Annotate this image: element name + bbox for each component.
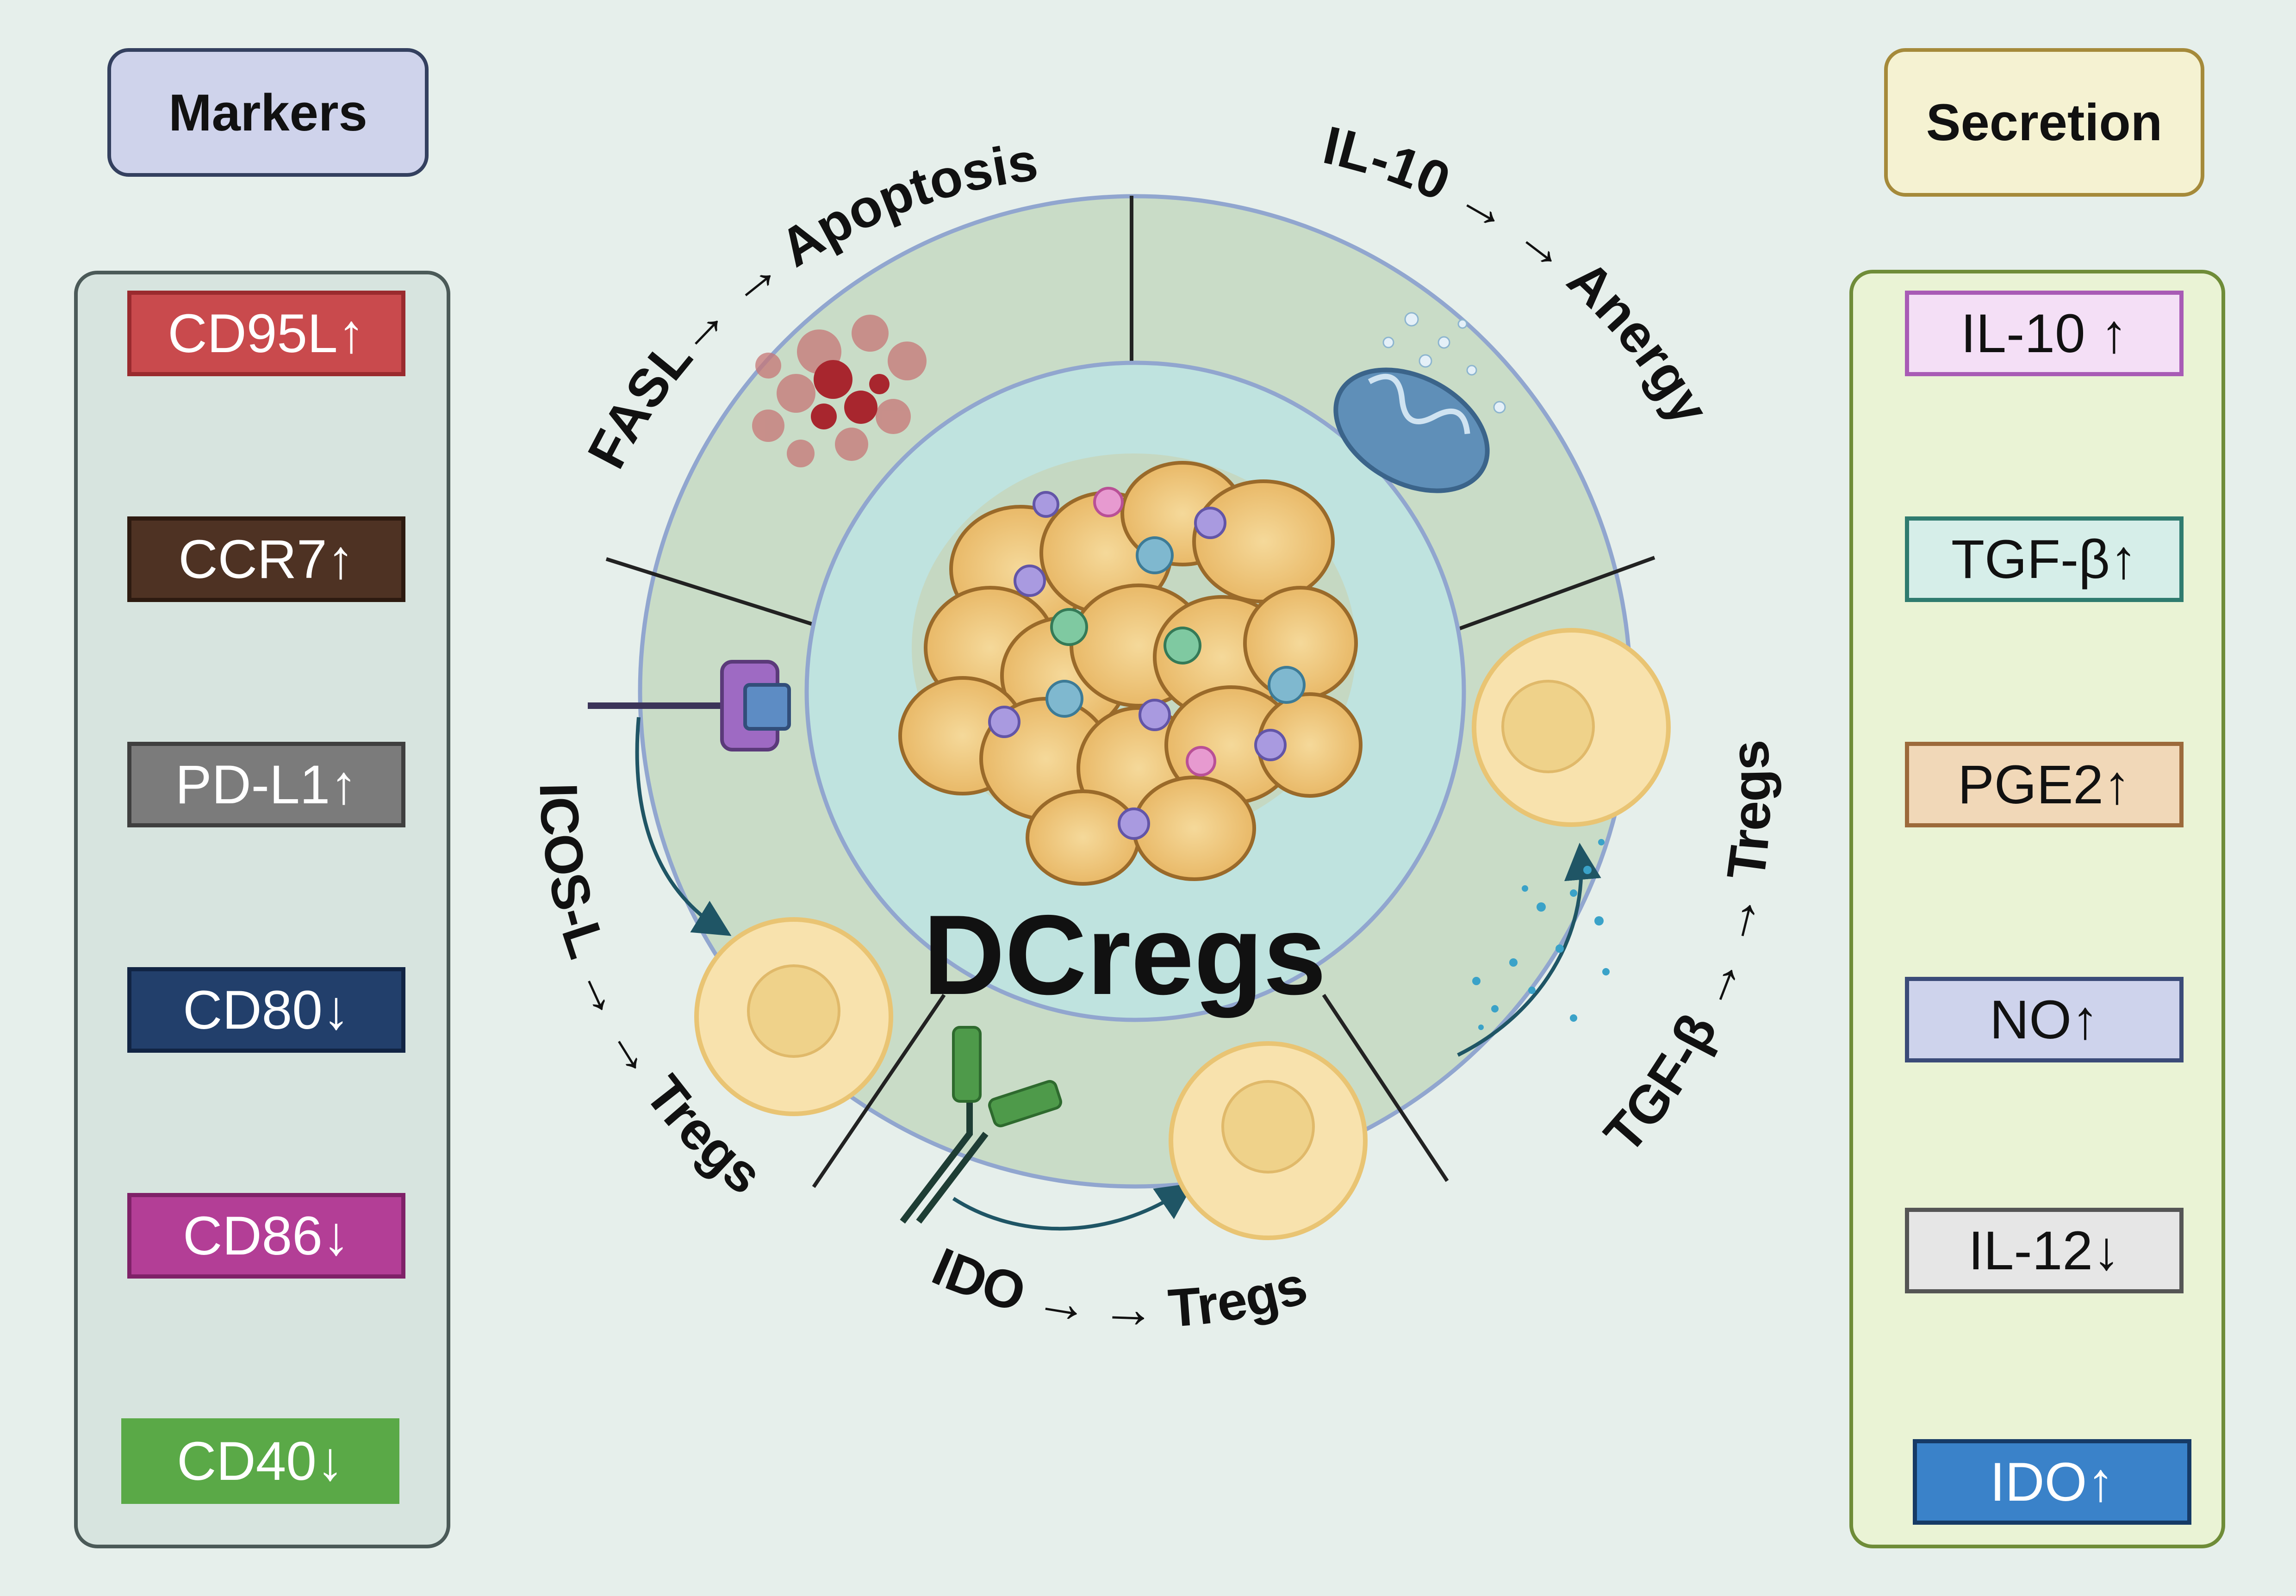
tgfb-secretion-illustration xyxy=(1457,839,1610,1057)
marker-chip: PD-L1↑ xyxy=(127,742,405,827)
icosl-receptor-illustration xyxy=(588,660,791,936)
apoptotic-cell-illustration xyxy=(752,315,927,467)
secretion-title: Secretion xyxy=(1884,48,2204,197)
marker-chip: CD95L↑ xyxy=(127,291,405,376)
marker-chip: CD40↓ xyxy=(121,1418,399,1504)
secretion-chip: PGE2↑ xyxy=(1905,742,2184,827)
treg-cell xyxy=(694,917,893,1116)
secretion-chip: IDO↑ xyxy=(1913,1439,2191,1525)
secretion-panel xyxy=(1849,270,2225,1548)
antibody-illustration xyxy=(900,1026,1194,1231)
treg-cell xyxy=(1472,628,1671,827)
marker-chip: CD80↓ xyxy=(127,967,405,1053)
marker-chip: CCR7↑ xyxy=(127,516,405,602)
dc-cluster-illustration xyxy=(898,453,1363,886)
markers-panel xyxy=(74,271,450,1548)
secretion-chip: IL-12↓ xyxy=(1905,1208,2184,1293)
ido-tregs-label: IDO → → Tregs xyxy=(924,1236,1314,1339)
mitochondrion-illustration xyxy=(1333,312,1506,493)
secretion-chip: IL-10 ↑ xyxy=(1905,291,2184,376)
treg-cell xyxy=(1169,1041,1368,1240)
markers-title: Markers xyxy=(107,48,429,177)
marker-chip: CD86↓ xyxy=(127,1193,405,1279)
secretion-chip: NO↑ xyxy=(1905,977,2184,1062)
secretion-chip: TGF-β↑ xyxy=(1905,516,2184,602)
center-label: DCregs xyxy=(923,891,1326,1018)
